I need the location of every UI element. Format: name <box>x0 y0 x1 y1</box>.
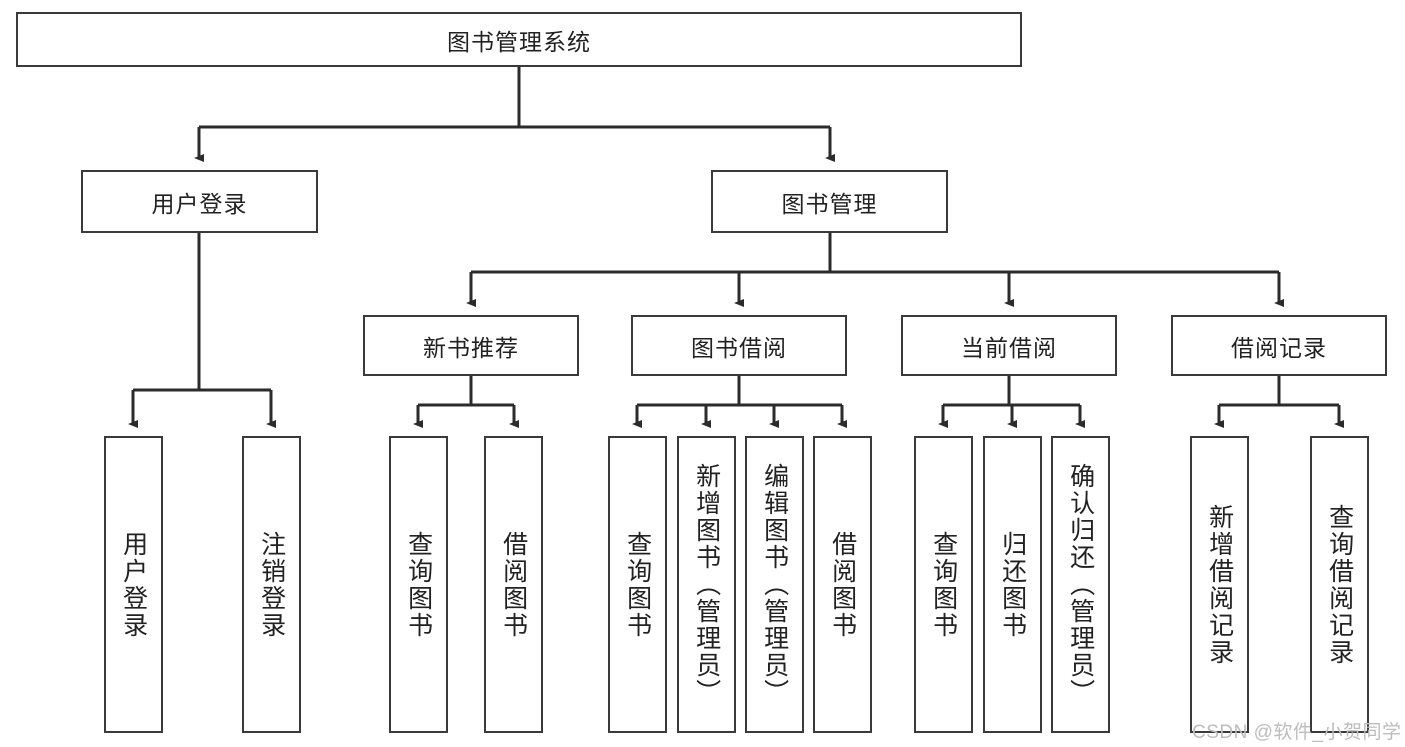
node-label: 用户登录 <box>151 190 248 217</box>
node-borrow-record[interactable]: 借阅记录 <box>1171 315 1387 376</box>
node-label: 注销登录 <box>257 530 286 639</box>
leaf-query-borrow-record[interactable]: 查询借阅记录 <box>1310 436 1369 733</box>
leaf-user-logout[interactable]: 注销登录 <box>242 436 301 733</box>
node-label: 查询图书 <box>623 530 652 639</box>
node-label: 新增图书（管理员） <box>692 463 721 706</box>
leaf-add-book-admin[interactable]: 新增图书（管理员） <box>677 436 736 733</box>
node-book-management-module[interactable]: 图书管理 <box>711 170 948 233</box>
leaf-confirm-return-admin[interactable]: 确认归还（管理员） <box>1051 436 1110 733</box>
leaf-return-book[interactable]: 归还图书 <box>983 436 1042 733</box>
leaf-query-book-current[interactable]: 查询图书 <box>914 436 973 733</box>
node-label: 查询图书 <box>929 530 958 639</box>
watermark-text: CSDN @软件_小贺同学 <box>1192 722 1402 743</box>
node-label: 图书管理系统 <box>447 28 591 55</box>
node-label: 编辑图书（管理员） <box>760 463 789 706</box>
node-label: 借阅图书 <box>828 530 857 639</box>
leaf-edit-book-admin[interactable]: 编辑图书（管理员） <box>745 436 804 733</box>
node-label: 查询借阅记录 <box>1325 503 1354 666</box>
node-new-book-recommend[interactable]: 新书推荐 <box>363 315 579 376</box>
node-label: 借阅图书 <box>499 530 528 639</box>
node-label: 新增借阅记录 <box>1205 503 1234 666</box>
node-label: 用户登录 <box>119 530 148 639</box>
leaf-user-login[interactable]: 用户登录 <box>104 436 163 733</box>
node-label: 归还图书 <box>998 530 1027 639</box>
node-label: 新书推荐 <box>423 334 519 361</box>
node-current-borrow[interactable]: 当前借阅 <box>901 315 1117 376</box>
node-book-borrow[interactable]: 图书借阅 <box>631 315 847 376</box>
node-label: 图书管理 <box>781 190 878 217</box>
node-label: 借阅记录 <box>1231 334 1327 361</box>
leaf-query-book-borrow[interactable]: 查询图书 <box>608 436 667 733</box>
node-user-login-module[interactable]: 用户登录 <box>81 170 318 233</box>
leaf-borrow-book[interactable]: 借阅图书 <box>813 436 872 733</box>
leaf-add-borrow-record[interactable]: 新增借阅记录 <box>1190 436 1249 733</box>
leaf-query-book-recommend[interactable]: 查询图书 <box>389 436 448 733</box>
node-label: 查询图书 <box>404 530 433 639</box>
node-root-system[interactable]: 图书管理系统 <box>16 12 1022 67</box>
leaf-borrow-book-recommend[interactable]: 借阅图书 <box>484 436 543 733</box>
node-label: 图书借阅 <box>691 334 787 361</box>
node-label: 当前借阅 <box>961 334 1057 361</box>
node-label: 确认归还（管理员） <box>1066 463 1095 706</box>
